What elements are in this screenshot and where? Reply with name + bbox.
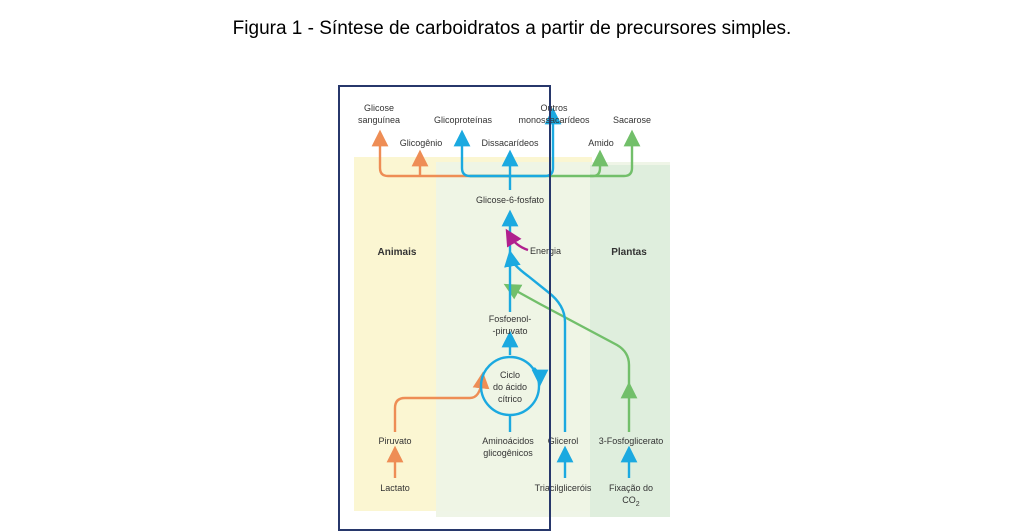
green-phosphoglycerate-to-main xyxy=(503,283,631,392)
phosphoglycerate-label: 3-Fosfoglicerato xyxy=(599,436,664,446)
tca-label-3: cítrico xyxy=(498,394,522,404)
amino-acids-label-2: glicogênicos xyxy=(483,448,533,458)
glucose-6-phosphate-label: Glicose-6-fosfato xyxy=(476,195,544,205)
tca-label-2: do ácido xyxy=(493,382,527,392)
energy-arrow xyxy=(505,228,529,252)
other-mono-label-2: monossacarídeos xyxy=(518,115,590,125)
blood-glucose-label-2: sanguínea xyxy=(358,115,400,125)
tca-label-1: Ciclo xyxy=(500,370,520,380)
blue-glycerol-to-main xyxy=(504,249,567,432)
sucrose-label: Sacarose xyxy=(613,115,651,125)
pep-label-1: Fosfoenol- xyxy=(489,314,532,324)
disaccharides-label: Dissacarídeos xyxy=(481,138,539,148)
glycogen-label: Glicogênio xyxy=(400,138,443,148)
co2-text: CO xyxy=(622,495,636,505)
orange-branch-to-blood-glucose xyxy=(371,129,510,178)
highlight-frame xyxy=(338,85,551,531)
lactate-label: Lactato xyxy=(380,483,410,493)
amino-acids-label-1: Aminoácidos xyxy=(482,436,534,446)
glycoproteins-label: Glicoproteínas xyxy=(434,115,493,125)
co2-fixation-label-2: CO2 xyxy=(622,495,640,508)
co2-subscript: 2 xyxy=(636,501,640,508)
triacylglycerols-label: Triacilgliceróis xyxy=(535,483,592,493)
energy-label: Energia xyxy=(530,246,561,256)
co2-fixation-label-1: Fixação do xyxy=(609,483,653,493)
blood-glucose-label-1: Glicose xyxy=(364,103,394,113)
starch-label: Amido xyxy=(588,138,614,148)
orange-pyruvate-to-tca xyxy=(393,371,490,432)
animals-label: Animais xyxy=(378,247,417,258)
pyruvate-label: Piruvato xyxy=(378,436,411,446)
plants-label: Plantas xyxy=(611,247,647,258)
blue-branch-to-glycoproteins xyxy=(453,129,510,178)
figure-caption: Figura 1 - Síntese de carboidratos a par… xyxy=(232,18,792,39)
glycerol-label: Glicerol xyxy=(548,436,579,446)
green-branch-to-sucrose xyxy=(590,129,641,178)
other-mono-label-1: Outros xyxy=(540,103,568,113)
pep-label-2: -piruvato xyxy=(492,326,527,336)
tca-cycle-arrow xyxy=(531,367,549,387)
